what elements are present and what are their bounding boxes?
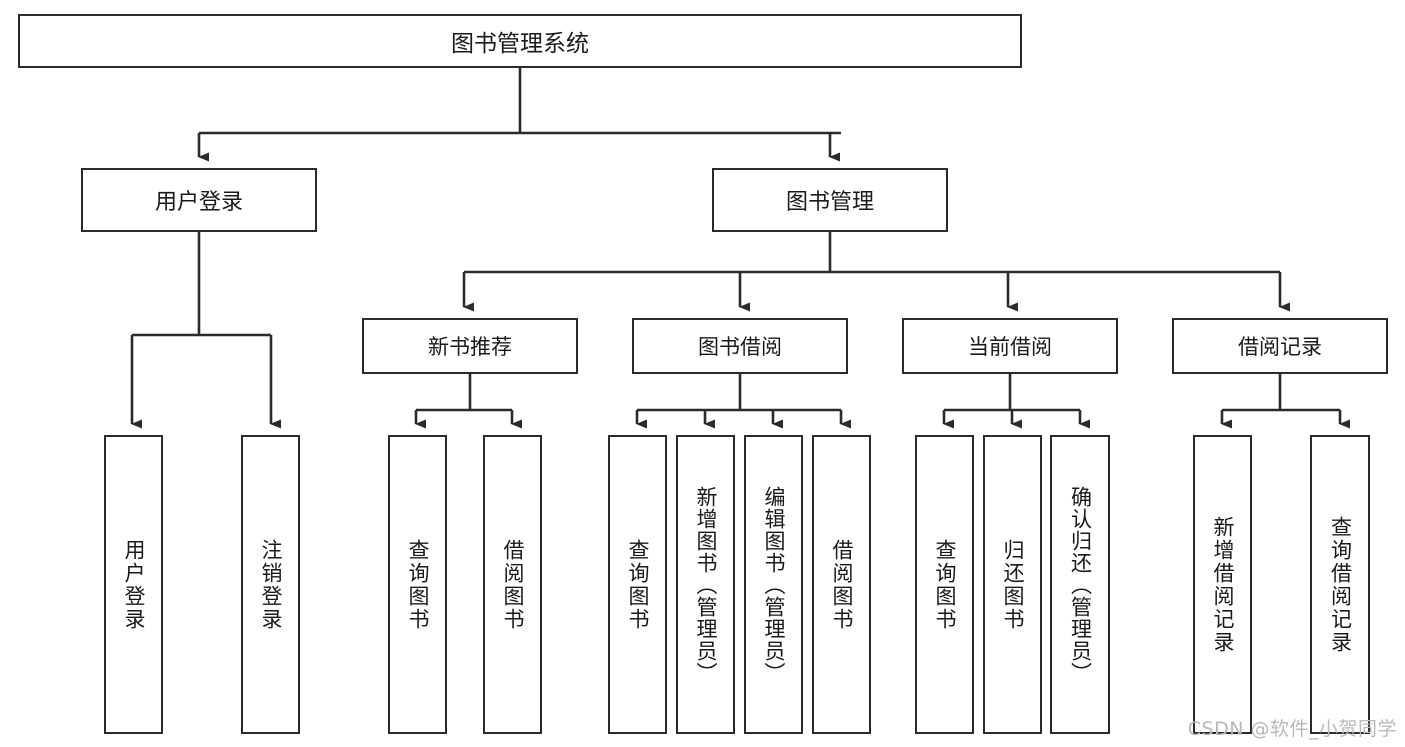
leaf-logout[interactable]: 注销登录 <box>241 435 300 734</box>
leaf-query-book-recommend[interactable]: 查询图书 <box>388 435 447 734</box>
node-label: 借阅记录 <box>1238 335 1322 359</box>
node-label: 用户登录 <box>154 190 243 215</box>
leaf-add-borrow-record[interactable]: 新增借阅记录 <box>1193 435 1252 734</box>
leaf-add-book-admin[interactable]: 新增图书（管理员） <box>676 435 735 734</box>
node-label: 图书管理 <box>785 190 874 215</box>
node-label: 查询借阅记录 <box>1328 515 1353 654</box>
leaf-borrow-book-recommend[interactable]: 借阅图书 <box>483 435 542 734</box>
node-label: 注销登录 <box>259 538 283 631</box>
leaf-query-borrow-record[interactable]: 查询借阅记录 <box>1310 435 1370 734</box>
node-label: 查询图书 <box>626 538 650 631</box>
leaf-edit-book-admin[interactable]: 编辑图书（管理员） <box>744 435 803 734</box>
node-new-book-recommend[interactable]: 新书推荐 <box>362 318 578 374</box>
node-label: 查询图书 <box>933 538 957 631</box>
leaf-user-login[interactable]: 用户登录 <box>104 435 163 734</box>
node-label: 查询图书 <box>406 538 430 631</box>
node-label: 当前借阅 <box>968 335 1052 359</box>
node-book-borrow[interactable]: 图书借阅 <box>632 318 848 374</box>
node-user-login[interactable]: 用户登录 <box>81 168 317 232</box>
node-current-borrow[interactable]: 当前借阅 <box>902 318 1118 374</box>
leaf-borrow-book[interactable]: 借阅图书 <box>812 435 871 734</box>
leaf-confirm-return-admin[interactable]: 确认归还（管理员） <box>1050 435 1110 734</box>
node-label: 编辑图书（管理员） <box>762 485 786 684</box>
node-borrow-record[interactable]: 借阅记录 <box>1172 318 1388 374</box>
leaf-return-book[interactable]: 归还图书 <box>983 435 1042 734</box>
node-label: 用户登录 <box>122 538 146 631</box>
node-root[interactable]: 图书管理系统 <box>18 14 1022 68</box>
node-label: 确认归还（管理员） <box>1068 485 1093 684</box>
node-label: 图书借阅 <box>698 335 782 359</box>
watermark: CSDN @软件_小贺同学 <box>1187 718 1397 740</box>
node-label: 借阅图书 <box>501 538 525 631</box>
node-label: 归还图书 <box>1001 538 1025 631</box>
node-label: 新增借阅记录 <box>1211 515 1235 654</box>
node-label: 新增图书（管理员） <box>694 485 718 684</box>
node-label: 借阅图书 <box>830 538 854 631</box>
node-label: 新书推荐 <box>428 335 512 359</box>
node-label: 图书管理系统 <box>451 31 589 57</box>
leaf-query-book-current[interactable]: 查询图书 <box>915 435 974 734</box>
node-book-management[interactable]: 图书管理 <box>712 168 948 232</box>
leaf-query-book-borrow[interactable]: 查询图书 <box>608 435 667 734</box>
